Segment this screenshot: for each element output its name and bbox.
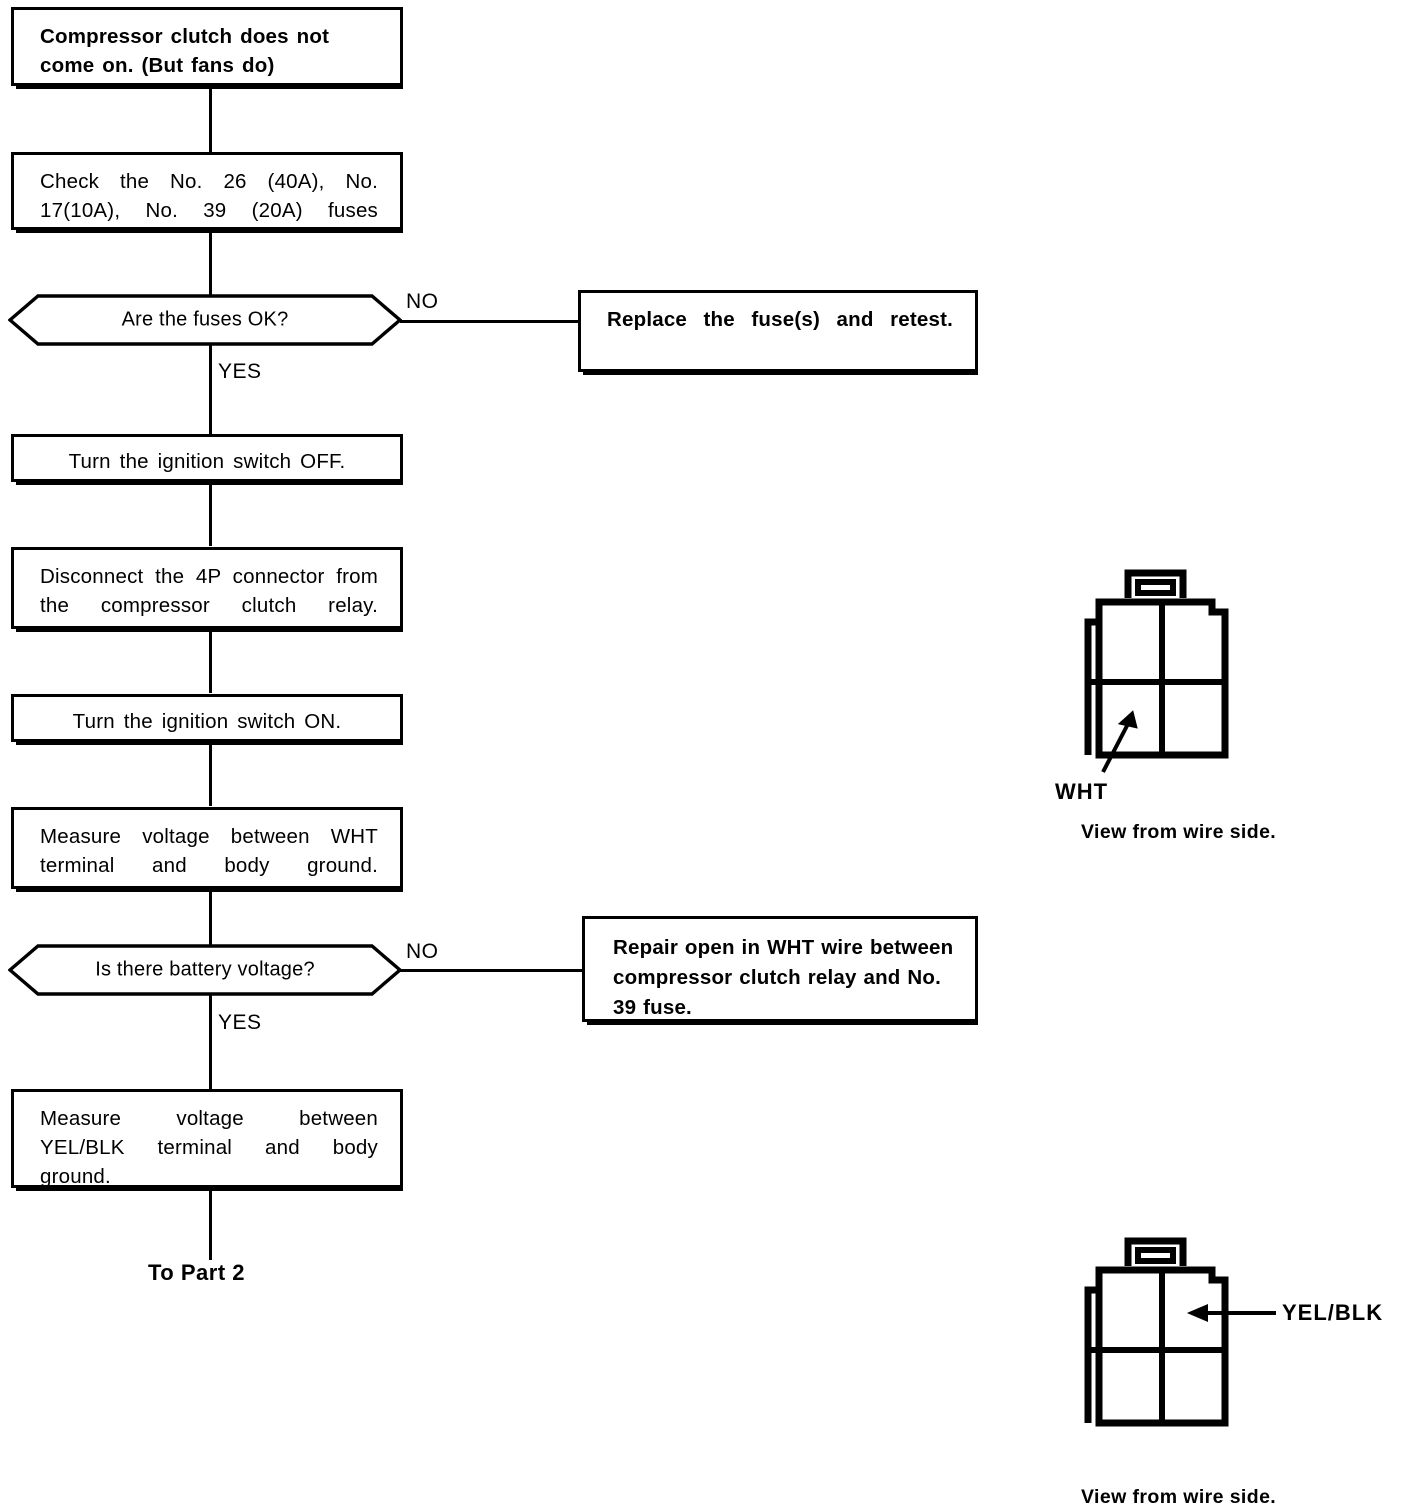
node-question-battery-voltage-text: Is there battery voltage?: [95, 958, 315, 981]
node-start-text: Compressor clutch does not come on. (But…: [40, 25, 330, 77]
node-disconnect-connector-text: Disconnect the 4P connector from the com…: [40, 565, 378, 617]
edge-q2-yes: [209, 995, 212, 1089]
edge-mwht-to-q2: [209, 889, 212, 945]
node-ignition-off: Turn the ignition switch OFF.: [11, 434, 403, 485]
edge-q2-no: [400, 969, 582, 972]
edge-igon-to-mwht: [209, 742, 212, 806]
node-start: Compressor clutch does not come on. (But…: [11, 7, 403, 89]
branch-label-no-2: NO: [406, 940, 439, 963]
edge-start-to-fuses: [209, 86, 212, 154]
connector-view-note-yel-blk: View from wire side.: [1081, 1486, 1277, 1508]
connector-terminal-label-wht: WHT: [1055, 779, 1109, 804]
node-replace-fuses: Replace the fuse(s) and retest.: [578, 290, 978, 375]
edge-q1-yes: [209, 344, 212, 438]
node-to-part-2: To Part 2: [148, 1260, 246, 1285]
connector-view-note-wht: View from wire side.: [1081, 821, 1277, 843]
node-repair-wht-wire: Repair open in WHT wire between compress…: [582, 916, 978, 1025]
node-question-fuses-ok-text: Are the fuses OK?: [121, 308, 289, 331]
branch-label-yes-2: YES: [218, 1011, 262, 1034]
node-measure-wht: Measure voltage between WHT terminal and…: [11, 807, 403, 892]
node-check-fuses: Check the No. 26 (40A), No. 17(10A), No.…: [11, 152, 403, 233]
branch-label-no-1: NO: [406, 290, 439, 313]
node-measure-wht-text: Measure voltage between WHT terminal and…: [40, 825, 378, 877]
node-replace-fuses-text: Replace the fuse(s) and retest.: [607, 308, 953, 331]
edge-myel-to-part2: [209, 1188, 212, 1260]
node-ignition-on: Turn the ignition switch ON.: [11, 694, 403, 745]
connector-diagram-yel-blk: [1080, 1235, 1380, 1435]
node-measure-yel-blk-text: Measure voltage between YEL/BLK terminal…: [40, 1107, 378, 1188]
edge-igoff-to-disc: [209, 482, 212, 546]
node-ignition-on-text: Turn the ignition switch ON.: [72, 710, 342, 733]
node-repair-wht-wire-text: Repair open in WHT wire between compress…: [613, 936, 954, 1019]
node-question-battery-voltage: Is there battery voltage?: [8, 944, 402, 996]
node-ignition-off-text: Turn the ignition switch OFF.: [68, 450, 346, 473]
connector-diagram-wht: [1080, 560, 1280, 810]
node-disconnect-connector: Disconnect the 4P connector from the com…: [11, 547, 403, 632]
connector-terminal-label-yel-blk: YEL/BLK: [1282, 1300, 1384, 1325]
edge-fuses-to-q1: [209, 230, 212, 296]
node-check-fuses-text: Check the No. 26 (40A), No. 17(10A), No.…: [40, 170, 378, 222]
edge-q1-no: [400, 320, 578, 323]
branch-label-yes-1: YES: [218, 360, 262, 383]
node-question-fuses-ok: Are the fuses OK?: [8, 294, 402, 346]
edge-disc-to-igon: [209, 629, 212, 693]
node-measure-yel-blk: Measure voltage between YEL/BLK terminal…: [11, 1089, 403, 1191]
